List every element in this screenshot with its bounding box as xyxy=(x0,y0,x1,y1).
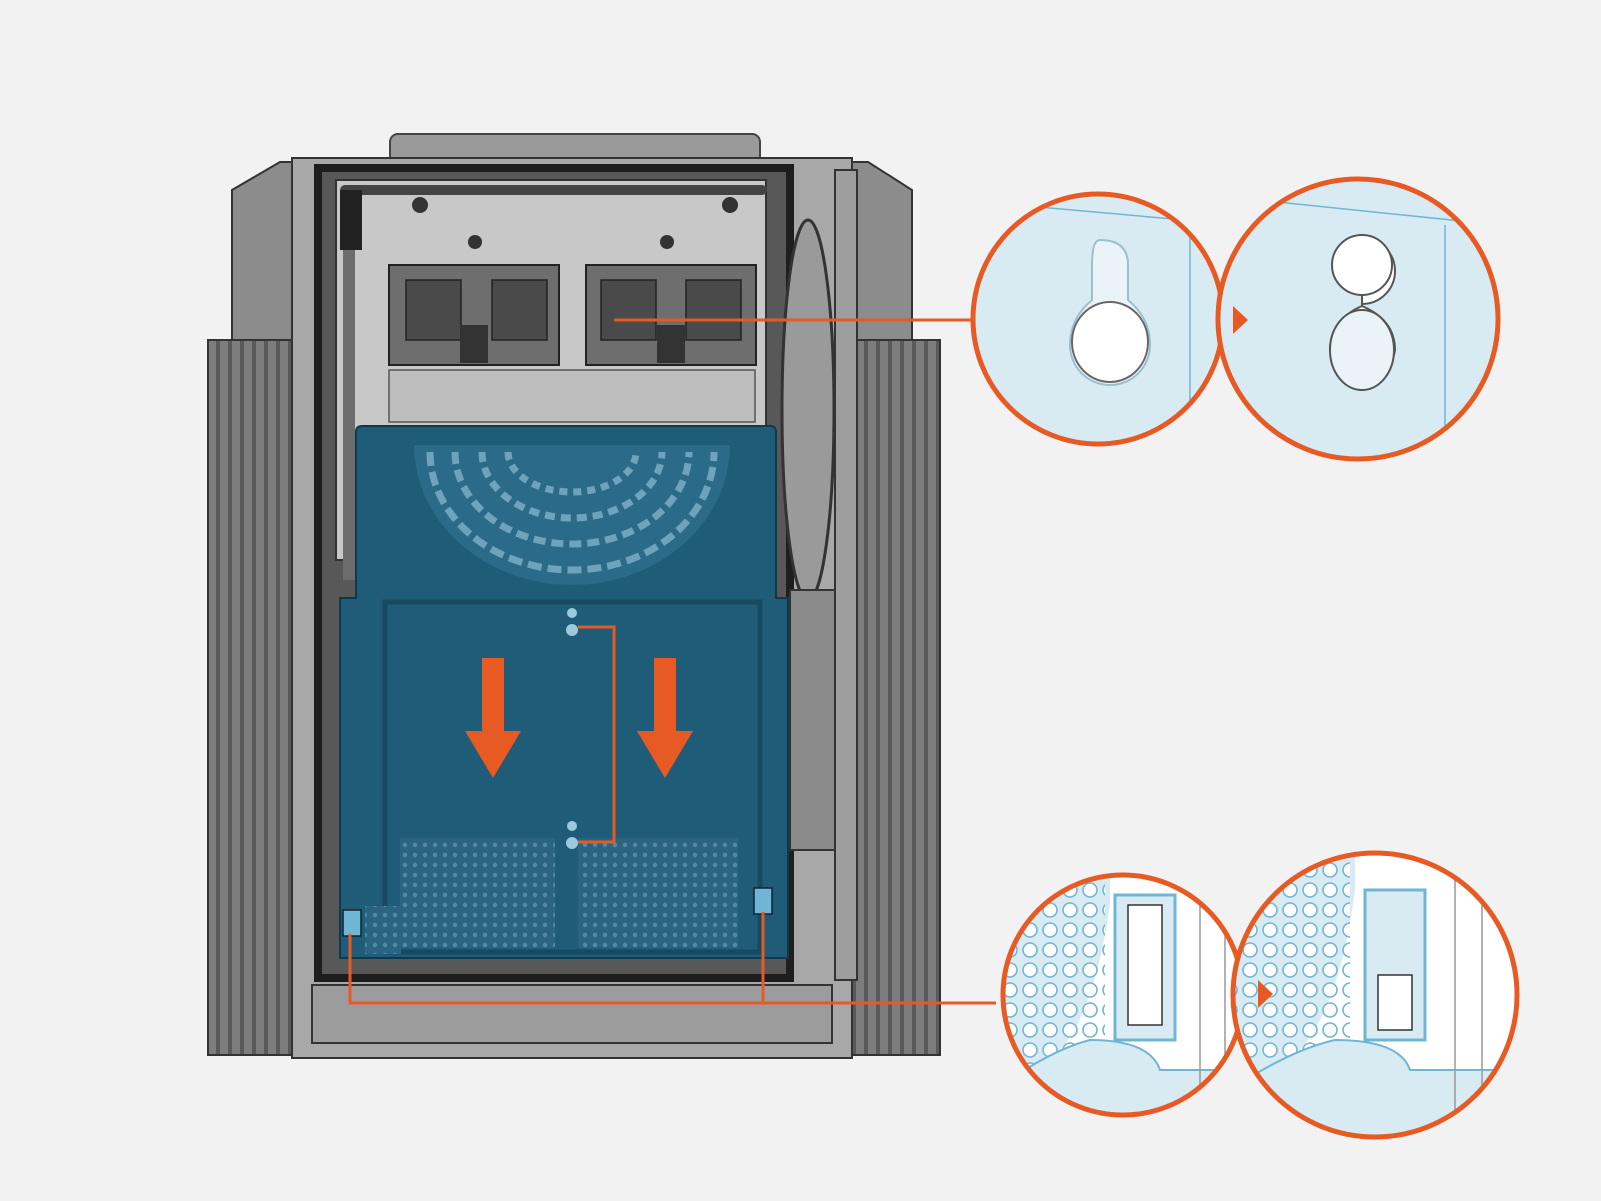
mount-screw xyxy=(412,197,428,213)
leader-lines xyxy=(348,318,996,1005)
cover-panel-body xyxy=(339,425,789,959)
arrow-down-icon xyxy=(465,658,521,778)
keyhole-screw-upper xyxy=(566,608,578,636)
keyhole-screw-lower xyxy=(566,821,578,849)
mount-screw xyxy=(660,235,674,249)
latch-clip-right xyxy=(753,887,773,915)
left-shoulder xyxy=(231,161,293,341)
side-fan xyxy=(780,218,836,602)
keyhole-bracket-line xyxy=(578,625,616,844)
arrow-right-icon xyxy=(1258,980,1273,1008)
callout-circle xyxy=(1230,850,1520,1140)
bottom-grille-left xyxy=(400,838,555,948)
bottom-latch-result xyxy=(1230,850,1520,1140)
right-column xyxy=(849,339,941,1056)
battery-module-right: + − xyxy=(585,264,757,392)
cable-bundle xyxy=(343,250,355,580)
battery-module-left: + xyxy=(388,264,560,392)
keyhole-hook-detail xyxy=(970,191,1226,447)
mount-screw xyxy=(722,197,738,213)
base-tray xyxy=(311,984,833,1044)
side-door-edge xyxy=(834,169,858,981)
latch-clip-left xyxy=(342,909,362,937)
bottom-grille-right xyxy=(578,838,738,948)
keyhole-upper-slot xyxy=(1331,234,1393,296)
cable-clip xyxy=(340,190,362,250)
bottom-latch-detail xyxy=(1000,872,1246,1118)
cover-recess xyxy=(382,599,763,955)
arrow-right-icon xyxy=(1233,306,1248,334)
vent-plate xyxy=(388,369,756,423)
screw-head-engaged xyxy=(1071,301,1149,383)
mount-screw xyxy=(468,235,482,249)
left-column xyxy=(207,339,304,1056)
cover-panel xyxy=(339,425,789,959)
latch-bracket-line xyxy=(348,912,765,1005)
callout-circle xyxy=(1215,176,1501,462)
keyhole-lower-slot xyxy=(1329,309,1395,391)
arrow-down-icon xyxy=(637,658,693,778)
keyhole-hook-result xyxy=(1215,176,1501,462)
right-shoulder xyxy=(849,161,913,341)
